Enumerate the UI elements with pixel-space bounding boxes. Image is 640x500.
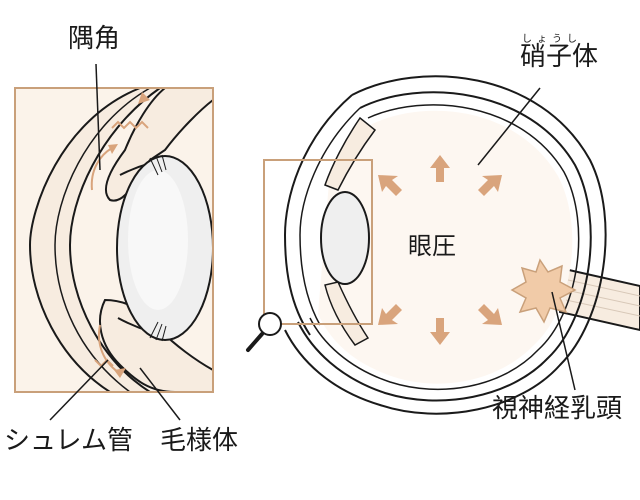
cornea-inner-line: [54, 87, 151, 393]
optic-nerve: [559, 266, 640, 332]
lower-ciliary-small: [324, 281, 370, 346]
detail-frame: [263, 159, 373, 325]
label-vitreous: 硝子体: [520, 42, 599, 72]
label-intraocular-pressure: 眼圧: [408, 232, 456, 260]
label-ciliary-body: 毛様体: [160, 426, 239, 456]
pressure-arrow-top-left: [378, 175, 402, 196]
zonule-fibers: [149, 154, 167, 342]
small-lens: [320, 191, 370, 285]
label-schlemm-canal: シュレム管: [4, 426, 133, 456]
pressure-arrow-top-right: [478, 175, 502, 196]
magnifier-icon: [246, 312, 282, 352]
leader-angle: [95, 63, 101, 171]
pressure-arrow-bottom-right: [478, 304, 502, 325]
aqueous-flow-arrows: [90, 120, 149, 373]
pressure-arrow-bottom: [430, 318, 450, 345]
pressure-arrow-bottom-left: [378, 304, 402, 325]
leader-lines: [49, 63, 576, 421]
cornea-front-inner: [299, 107, 361, 326]
magnified-lens-highlight: [128, 170, 188, 310]
magnified-angle-panel: [14, 87, 214, 393]
label-vitreous-ruby: しょうし: [522, 34, 582, 45]
sclera-band: [297, 91, 592, 402]
sclera-inner: [309, 104, 580, 391]
whole-eye: [246, 75, 640, 415]
leader-schlemm: [49, 359, 109, 421]
magnified-frame: [14, 87, 214, 393]
upper-ciliary-small: [324, 116, 377, 191]
optic-nerve-fibers: [565, 279, 640, 317]
aqueous-arrowheads: [108, 92, 150, 378]
pressure-arrow-top: [430, 155, 450, 182]
sclera-outer: [284, 75, 607, 415]
optic-disc: [510, 258, 577, 324]
label-angle: 隅角: [68, 24, 121, 54]
pressure-arrows: [378, 155, 502, 345]
leader-vitreous: [477, 87, 541, 166]
upper-ciliary-tissue: [105, 87, 214, 202]
cornea-front: [283, 94, 353, 336]
label-optic-disc: 視神経乳頭: [492, 394, 623, 424]
leader-optic-disc: [551, 291, 576, 391]
leader-ciliary: [139, 367, 181, 421]
